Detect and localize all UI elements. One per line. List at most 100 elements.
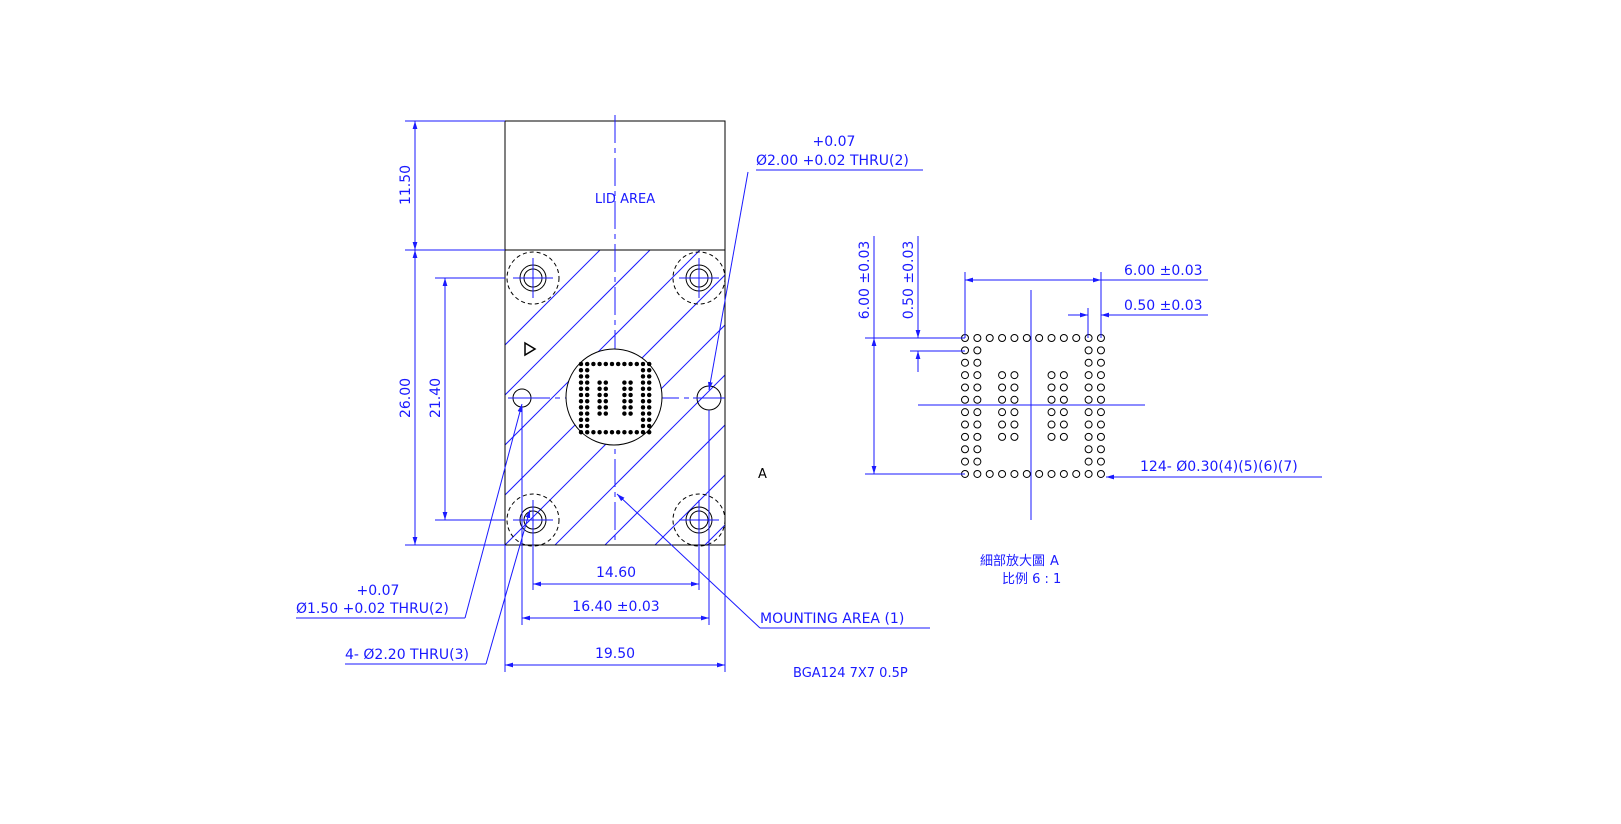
bga-ball bbox=[597, 361, 602, 367]
bga-ball bbox=[584, 411, 590, 416]
bga-ball bbox=[584, 398, 590, 404]
bga-ball bbox=[998, 469, 1007, 478]
bga-ball bbox=[1059, 395, 1068, 404]
bga-ball bbox=[1059, 383, 1068, 392]
bga-ball bbox=[961, 395, 969, 404]
note-hole-left-tol: +0.07 bbox=[357, 583, 400, 599]
bga-ball bbox=[646, 398, 652, 404]
bga-ball bbox=[646, 423, 652, 429]
bga-ball bbox=[961, 432, 969, 441]
bga-ball bbox=[584, 367, 590, 373]
bga-ball bbox=[1047, 334, 1056, 342]
bga-ball bbox=[578, 386, 584, 392]
bga-ball bbox=[1010, 371, 1019, 380]
bga-ball bbox=[973, 445, 982, 454]
bga-ball bbox=[634, 429, 640, 435]
dim-detail-pitch-h: 0.50 ±0.03 bbox=[1124, 298, 1203, 314]
bga-ball bbox=[1096, 469, 1105, 478]
bga-ball bbox=[584, 405, 590, 410]
mini-ball-array bbox=[578, 361, 652, 435]
bga-ball bbox=[961, 420, 969, 429]
bga-ball bbox=[961, 346, 969, 355]
bga-ball bbox=[973, 358, 982, 367]
bga-ball bbox=[1096, 432, 1105, 441]
note-holes-four: 4- Ø2.20 THRU(3) bbox=[345, 647, 469, 663]
bga-ball bbox=[1010, 420, 1019, 429]
bga-ball bbox=[628, 386, 633, 392]
bga-ball bbox=[597, 380, 602, 385]
detail-view: 6.00 ±0.03 0.50 ±0.03 6.00 ±0.03 0.50 ±0… bbox=[857, 236, 1322, 587]
bga-ball bbox=[640, 417, 646, 423]
bga-ball bbox=[973, 457, 982, 466]
bga-ball bbox=[603, 361, 609, 367]
bga-ball bbox=[578, 374, 584, 379]
bga-ball bbox=[961, 383, 969, 392]
bga-ball bbox=[1084, 408, 1093, 417]
bga-ball bbox=[634, 361, 640, 367]
bga-ball bbox=[1010, 408, 1019, 417]
bga-ball bbox=[609, 429, 615, 435]
detail-caption-scale: 比例 6 : 1 bbox=[1002, 572, 1061, 587]
bga-ball bbox=[961, 445, 969, 454]
note-hole-top-tol: +0.07 bbox=[813, 134, 856, 150]
bga-ball bbox=[1059, 469, 1068, 478]
bga-ball bbox=[591, 429, 596, 435]
bga-ball bbox=[646, 380, 652, 385]
bga-ball bbox=[597, 386, 602, 392]
bga-ball bbox=[628, 361, 633, 367]
bga-ball bbox=[998, 395, 1007, 404]
bga-ball bbox=[1047, 420, 1056, 429]
bga-ball bbox=[622, 398, 627, 404]
bga-ball bbox=[1096, 445, 1105, 454]
bga-ball bbox=[998, 371, 1007, 380]
dim-hole-vertical: 21.40 bbox=[428, 378, 444, 418]
bga-ball bbox=[1084, 469, 1093, 478]
bga-ball bbox=[1010, 432, 1019, 441]
bga-ball bbox=[961, 457, 969, 466]
hatch-pattern bbox=[505, 250, 725, 545]
bga-ball bbox=[640, 411, 646, 416]
bga-ball bbox=[646, 411, 652, 416]
bga-ball bbox=[646, 361, 652, 367]
bga-ball bbox=[961, 371, 969, 380]
bga-ball bbox=[584, 361, 590, 367]
bga-ball bbox=[998, 383, 1007, 392]
detail-caption-title: 細部放大圖 bbox=[980, 554, 1045, 569]
dim-detail-height: 6.00 ±0.03 bbox=[857, 241, 873, 320]
bga-ball bbox=[591, 361, 596, 367]
bga-ball bbox=[985, 334, 994, 342]
bga-ball bbox=[973, 420, 982, 429]
note-hole-top: Ø2.00 +0.02 THRU(2) bbox=[756, 153, 909, 169]
dim-detail-pitch-v: 0.50 ±0.03 bbox=[901, 241, 917, 320]
bga-ball bbox=[584, 380, 590, 385]
bga-ball bbox=[973, 371, 982, 380]
bga-ball bbox=[1096, 408, 1105, 417]
detail-caption-ref: A bbox=[1050, 554, 1059, 569]
bga-ball bbox=[646, 405, 652, 410]
corner-hole-tl bbox=[506, 251, 560, 305]
dim-detail-width: 6.00 ±0.03 bbox=[1124, 263, 1203, 279]
bga-ball bbox=[973, 432, 982, 441]
corner-hole-bl bbox=[506, 493, 560, 547]
detail-ball-array bbox=[961, 334, 1105, 478]
bga-ball bbox=[578, 429, 584, 435]
bga-ball bbox=[1059, 408, 1068, 417]
bga-ball bbox=[646, 417, 652, 423]
note-hole-left: Ø1.50 +0.02 THRU(2) bbox=[296, 601, 449, 617]
bga-ball bbox=[973, 469, 982, 478]
detail-ref-label: A bbox=[758, 467, 767, 482]
dim-lid-height: 11.50 bbox=[398, 165, 414, 205]
bga-ball bbox=[597, 405, 602, 410]
bga-ball bbox=[615, 361, 621, 367]
dim-total-width: 19.50 bbox=[595, 646, 635, 662]
bga-ball bbox=[1084, 420, 1093, 429]
bga-ball bbox=[622, 361, 627, 367]
bga-ball bbox=[1010, 395, 1019, 404]
bga-ball bbox=[1022, 469, 1031, 478]
bga-ball bbox=[622, 392, 627, 398]
bga-ball bbox=[961, 408, 969, 417]
bga-ball bbox=[609, 361, 615, 367]
bga-ball bbox=[622, 429, 627, 435]
bga-ball bbox=[578, 398, 584, 404]
